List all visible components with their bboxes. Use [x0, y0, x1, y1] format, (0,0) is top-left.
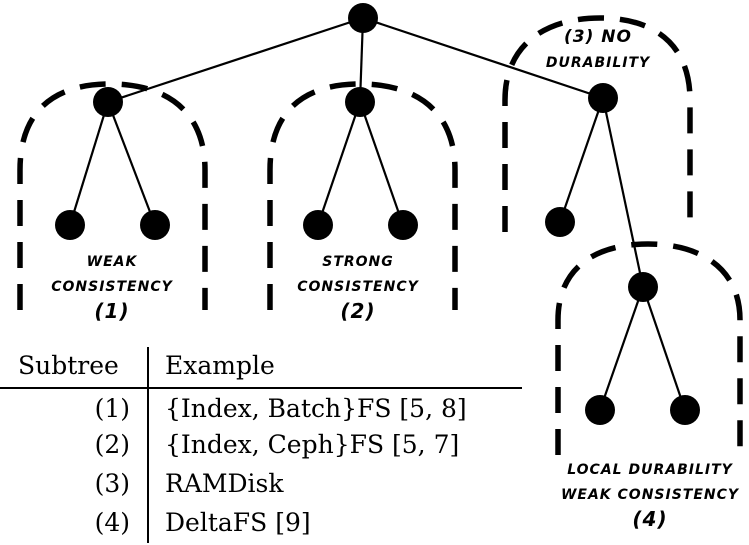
subtree-1-label: WEAK CONSISTENCY (1) — [51, 254, 173, 323]
table-row: (2) {Index, Ceph}FS [5, 7] — [0, 426, 530, 464]
row-example: DeltaFS [9] — [165, 508, 311, 537]
edge-d-right — [641, 286, 687, 411]
subtree-2-label-line2: CONSISTENCY — [297, 279, 419, 295]
edge-b-left — [316, 101, 362, 226]
subtree-4-outline — [555, 241, 743, 455]
edge-a-left — [68, 101, 110, 226]
subtree-2-outline — [267, 81, 458, 310]
subtree-4-label-line1: LOCAL DURABILITY — [567, 462, 733, 478]
node-d-left — [585, 395, 615, 425]
subtree-2-label-line1: STRONG — [322, 254, 394, 270]
subtree-4-label: LOCAL DURABILITY WEAK CONSISTENCY (4) — [561, 462, 740, 531]
subtree-1-outline — [17, 81, 208, 310]
row-example: RAMDisk — [165, 469, 284, 498]
subtree-4-label-line3: (4) — [632, 507, 667, 531]
subtree-1-label-line1: WEAK — [87, 254, 138, 270]
table-row: (3) RAMDisk — [0, 465, 530, 503]
node-a-right — [140, 210, 170, 240]
row-subtree: (4) — [94, 508, 130, 537]
node-c — [588, 83, 618, 113]
tree-edges — [68, 16, 687, 411]
subtree-1-label-line2: CONSISTENCY — [51, 279, 173, 295]
node-b-left — [303, 210, 333, 240]
subtree-3-outline — [502, 15, 693, 232]
table-row: (4) DeltaFS [9] — [0, 504, 530, 542]
edge-c-down — [601, 97, 645, 288]
node-b — [345, 87, 375, 117]
node-a — [93, 87, 123, 117]
node-d-right — [670, 395, 700, 425]
subtree-3-label-line1: (3) NO — [564, 27, 632, 47]
edge-b-right — [358, 101, 405, 226]
row-subtree: (1) — [94, 394, 130, 423]
edge-c-left — [558, 97, 605, 223]
edge-root-c — [362, 16, 604, 100]
subtree-1-label-line3: (1) — [94, 299, 129, 323]
table-row: (1) {Index, Batch}FS [5, 8] — [0, 390, 530, 428]
edge-d-left — [598, 286, 645, 411]
row-subtree: (2) — [94, 430, 130, 459]
node-root — [348, 3, 378, 33]
row-example: {Index, Ceph}FS [5, 7] — [165, 430, 460, 459]
edge-a-right — [106, 101, 157, 226]
table-header-row: Subtree Example — [0, 347, 530, 385]
subtree-3-label: (3) NO DURABILITY — [546, 27, 651, 71]
row-example: {Index, Batch}FS [5, 8] — [165, 394, 467, 423]
table-column-divider — [147, 347, 149, 543]
node-a-left — [55, 210, 85, 240]
tree-nodes — [55, 3, 700, 425]
subtree-2-label: STRONG CONSISTENCY (2) — [297, 254, 419, 323]
node-c-left — [545, 207, 575, 237]
subtree-4-label-line2: WEAK CONSISTENCY — [561, 487, 740, 503]
subtree-2-label-line3: (2) — [340, 299, 375, 323]
header-subtree: Subtree — [18, 351, 119, 380]
subtree-3-label-line2: DURABILITY — [546, 55, 651, 71]
row-subtree: (3) — [94, 469, 130, 498]
header-example: Example — [165, 351, 275, 380]
edge-root-a — [107, 16, 364, 104]
table-header-rule — [0, 387, 522, 389]
node-d — [628, 272, 658, 302]
node-b-right — [388, 210, 418, 240]
